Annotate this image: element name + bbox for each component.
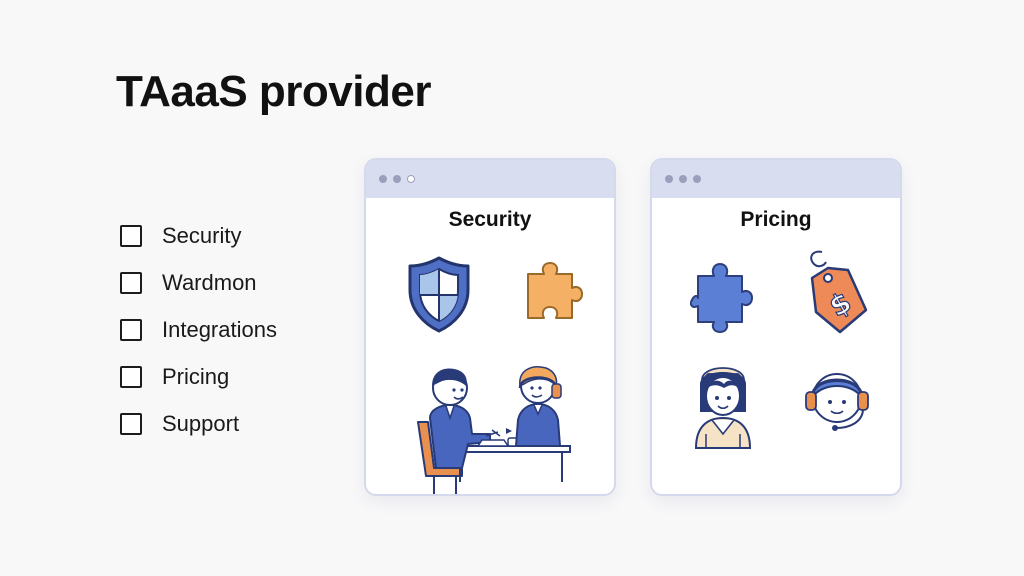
checkbox[interactable] [120,318,142,341]
checklist-label: Wardmon [162,269,257,295]
criteria-checklist: Security Wardmon Integrations Pricing Su… [120,212,277,447]
window-dot [665,175,673,183]
checkbox[interactable] [120,271,142,294]
checklist-label: Security [162,222,242,248]
window-dot [679,175,687,183]
checklist-item-wardmon[interactable]: Wardmon [120,259,277,306]
card-title: Pricing [740,208,812,231]
window-dot [693,175,701,183]
window-title-bar [652,160,900,198]
checkbox[interactable] [120,224,142,247]
price-tag-icon: $ [810,250,868,334]
checkbox[interactable] [120,412,142,435]
checklist-label: Integrations [162,316,277,342]
headset-support-icon [805,373,869,431]
checklist-item-support[interactable]: Support [120,400,277,447]
card-title: Security [448,208,532,231]
security-card: Security [364,158,616,496]
checklist-item-integrations[interactable]: Integrations [120,306,277,353]
checkbox[interactable] [120,365,142,388]
checklist-item-pricing[interactable]: Pricing [120,353,277,400]
puzzle-piece-icon [527,262,583,319]
window-dot [407,175,415,183]
checklist-label: Support [162,410,240,436]
checklist-item-security[interactable]: Security [120,212,277,259]
page-title: TAaaS provider [116,67,431,116]
pricing-card: Pricing $ [650,158,902,496]
checklist-label: Pricing [162,363,230,389]
window-title-bar [366,160,614,198]
puzzle-piece-icon [690,263,753,333]
shield-icon [408,256,470,333]
team-meeting-illustration [417,366,571,494]
window-dot [393,175,401,183]
person-avatar-icon [694,367,752,449]
window-dot [379,175,387,183]
